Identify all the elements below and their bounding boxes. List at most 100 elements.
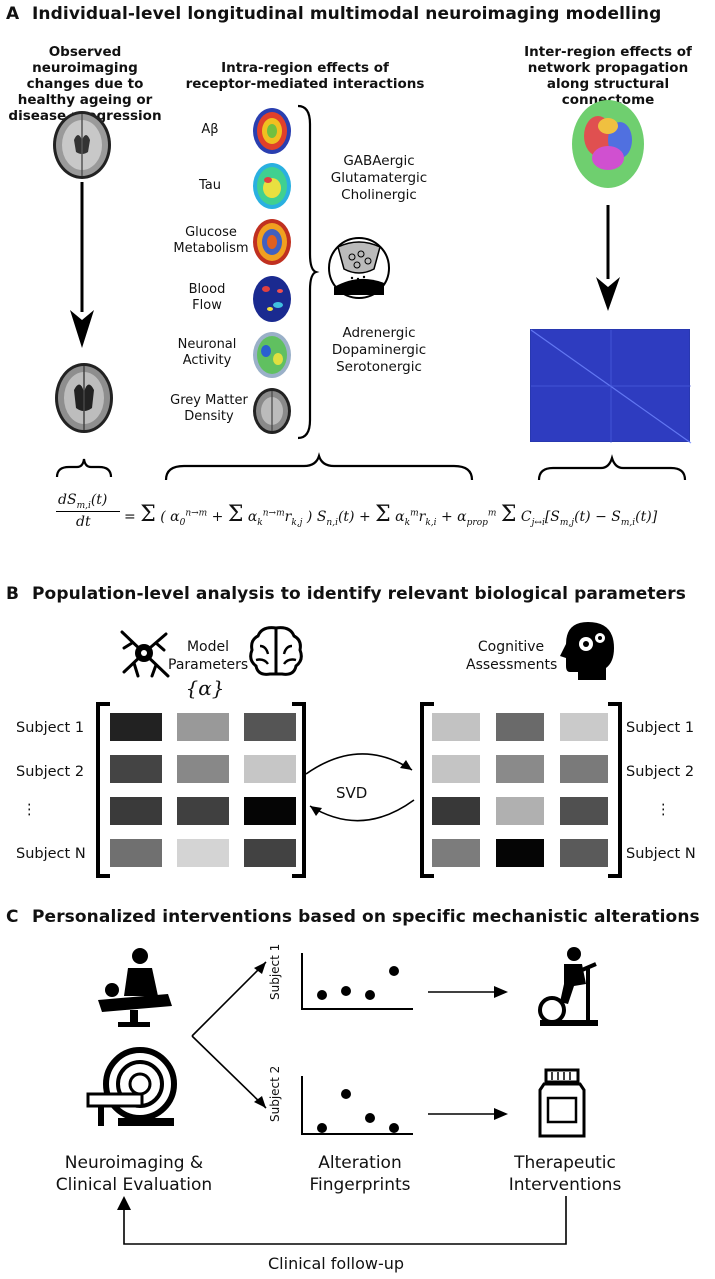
neuron-icon [120,630,170,678]
section-c-title: Personalized interventions based on spec… [32,907,700,927]
matrix-cell [496,797,544,825]
section-b-letter: B [6,584,20,604]
model-parameters-line: Parameters [168,657,249,673]
right-matrix [432,713,610,867]
svd-label: SVD [336,784,368,802]
section-a-letter: A [6,4,20,24]
matrix-cell [496,713,544,741]
caption-interventions: Therapeutic Interventions [500,1152,630,1196]
followup-label: Clinical follow-up [268,1254,405,1273]
tracer-label-line: Activity [182,353,232,368]
tracer-label-line: Tau [199,178,221,193]
caption-line: Alteration [318,1153,402,1173]
matrix-cell [177,839,229,867]
fingerprint-point [341,986,351,996]
col1-title-line: changes due to [26,76,144,92]
section-a-title: Individual-level longitudinal multimodal… [32,4,662,24]
tracer-label-line: Glucose [185,225,237,240]
exercise-bike-icon [538,947,598,1026]
fingerprint-point [389,1123,399,1133]
section-c-header: C Personalized interventions based on spe… [6,907,700,927]
brace-under-col3 [537,454,687,481]
receptor-label: Serotonergic [336,359,422,375]
model-parameters-line: Model [186,639,230,655]
branch-arrows [191,961,267,1109]
receptors-bottom: Adrenergic Dopaminergic Serotonergic [318,325,440,376]
svd-arrows [305,753,415,822]
fingerprint-point [317,990,327,1000]
matrix-cell [560,713,608,741]
followup-loop-arrow [117,1196,567,1245]
brace-under-col2 [164,452,474,481]
matrix-cell [496,755,544,783]
section-b-header: B Population-level analysis to identify r… [6,584,686,604]
matrix-cell [110,713,162,741]
col2-title: Intra-region effects of receptor-mediate… [175,60,435,92]
right-matrix-brackets [420,702,622,878]
section-c-letter: C [6,907,19,927]
arrow-right-1 [428,986,508,998]
receptor-label: Dopaminergic [331,342,427,358]
fingerprint-plot-subject2 [301,1076,413,1135]
fingerprint-point [341,1089,351,1099]
subject-label-left-2: Subject 2 [16,764,85,780]
tracer-label-line: Neuronal [177,337,237,352]
alpha-symbol: {α} [185,676,225,700]
subject2-axis-label: Subject 2 [268,1065,282,1122]
arrow-right-2 [428,1108,508,1120]
matrix-cell [110,797,162,825]
matrix-cell [244,755,296,783]
matrix-cell [432,797,480,825]
caption-line: Therapeutic [514,1153,616,1173]
matrix-cell [244,839,296,867]
curly-brace-tracers [297,104,320,440]
arrow-down-col3 [596,205,620,311]
matrix-cell [177,797,229,825]
receptor-label: GABAergic [343,153,415,169]
matrix-cell [560,797,608,825]
cognitive-assessments-label: Cognitive Assessments [466,638,557,674]
brace-under-col1 [55,458,113,478]
fingerprint-point [389,966,399,976]
matrix-cell [560,755,608,783]
subject-label-right-n: Subject N [626,846,696,862]
receptor-label: Cholinergic [341,187,417,203]
matrix-cell [244,713,296,741]
tracer-label-line: Grey Matter [170,393,248,408]
col1-title-line: Observed neuroimaging [32,44,138,76]
subject-label-right-dots: ⋮ [656,802,671,818]
matrix-cell [177,755,229,783]
col3-title-line: network propagation [527,60,689,76]
fingerprint-point [365,990,375,1000]
subject-label-right-1: Subject 1 [626,720,695,736]
subject-label-left-n: Subject N [16,846,86,862]
brain-outline-icon [249,626,303,676]
col3-title: Inter-region effects of network propagat… [502,44,714,108]
section-b-title: Population-level analysis to identify re… [32,584,686,604]
caption-fingerprints: Alteration Fingerprints [300,1152,420,1196]
subject-label-left-1: Subject 1 [16,720,85,736]
fingerprint-plot-subject1 [301,953,413,1010]
connectome-matrix [530,329,692,444]
col1-title-line: healthy ageing or [17,92,153,108]
col2-title-line: receptor-mediated interactions [185,76,425,92]
cognitive-label-line: Cognitive [477,639,545,655]
arrow-down-col1 [70,182,94,348]
matrix-cell [110,839,162,867]
matrix-cell [432,755,480,783]
section-a-header: A Individual-level longitudinal multimoda… [6,4,661,24]
caption-line: Clinical Evaluation [55,1175,213,1195]
caption-line: Fingerprints [309,1175,411,1195]
tracer-label-line: Metabolism [173,241,249,256]
mri-brain-bottom [54,362,114,434]
col2-title-line: Intra-region effects of [221,60,389,76]
fingerprint-point [317,1123,327,1133]
tracer-label-line: Flow [192,298,222,313]
caption-line: Interventions [508,1175,622,1195]
matrix-cell [110,755,162,783]
left-matrix-brackets [96,702,306,878]
col3-title-line: Inter-region effects of [524,44,692,60]
